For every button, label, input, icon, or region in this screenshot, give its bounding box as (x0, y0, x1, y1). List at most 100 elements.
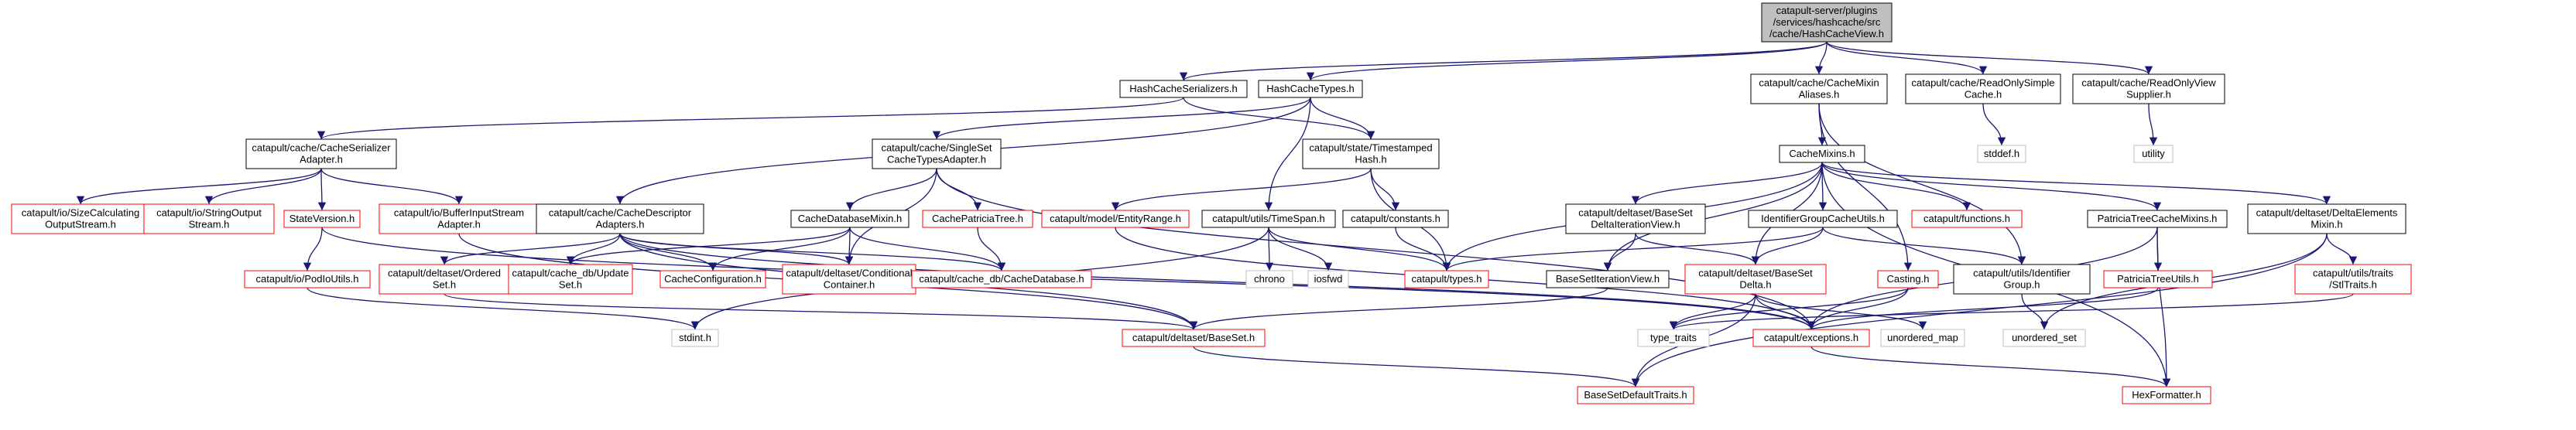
node-cmixins-box (1779, 145, 1865, 163)
edge-root-to-roview (1826, 41, 2153, 75)
node-cachedb[interactable]: catapult/cache_db/CacheDatabase.h (911, 270, 1092, 288)
node-typetraits-box (1637, 329, 1710, 347)
node-exceptions[interactable]: catapult/exceptions.h (1752, 329, 1870, 347)
node-roview-box (2072, 73, 2225, 104)
node-cmixins[interactable]: CacheMixins.h (1779, 145, 1865, 163)
node-idgroup-label-line-0: catapult/utils/Identifier (1973, 268, 2071, 279)
node-casting[interactable]: Casting.h (1877, 270, 1939, 288)
node-stddef-label-line-0: stddef.h (1984, 148, 2019, 159)
node-igcu[interactable]: IdentifierGroupCacheUtils.h (1748, 210, 1898, 228)
node-bsitview[interactable]: catapult/deltaset/BaseSetDeltaIterationV… (1565, 203, 1706, 234)
node-hexfmt[interactable]: HexFormatter.h (2122, 386, 2211, 404)
edge-csadapter-to-bufin (320, 168, 464, 205)
node-statever-label-line-0: StateVersion.h (289, 213, 355, 224)
node-sizecalc-box (11, 203, 150, 234)
edge-cmixins-to-demixin (1821, 162, 2331, 205)
node-baseset[interactable]: catapult/deltaset/BaseSet.h (1122, 329, 1266, 347)
node-ptutils[interactable]: PatriciaTreeUtils.h (2103, 270, 2213, 288)
node-bsdt[interactable]: BaseSetDefaultTraits.h (1577, 386, 1694, 404)
node-demixin-box (2247, 203, 2406, 234)
edge-igcu-to-bsdelta (1751, 227, 1824, 265)
node-chrono[interactable]: chrono (1245, 270, 1293, 288)
node-igcu-box (1748, 210, 1898, 228)
node-sstadapter-box (872, 138, 1002, 169)
node-root[interactable]: catapult-server/plugins/services/hashcac… (1761, 2, 1893, 43)
edge-baseset-to-bsdt (1193, 346, 1639, 387)
edge-hcser-to-csadapter (317, 97, 1184, 140)
node-ptcm[interactable]: PatriciaTreeCacheMixins.h (2087, 210, 2228, 228)
edge-csadapter-to-statever (317, 168, 327, 211)
node-utility[interactable]: utility (2133, 145, 2174, 163)
node-typetraits[interactable]: type_traits (1637, 329, 1710, 347)
node-bsiterview-box (1546, 270, 1670, 288)
node-umap[interactable]: unordered_map (1880, 329, 1965, 347)
node-umap-label-line-0: unordered_map (1887, 332, 1958, 343)
node-types[interactable]: catapult/types.h (1404, 270, 1489, 288)
edge-igcu-to-types (1442, 227, 1824, 271)
node-uset[interactable]: unordered_set (2002, 329, 2086, 347)
node-timespan[interactable]: catapult/utils/TimeSpan.h (1201, 210, 1336, 228)
node-constants[interactable]: catapult/constants.h (1342, 210, 1449, 228)
node-cacheconf[interactable]: CacheConfiguration.h (659, 270, 766, 288)
node-tshash-label-line-1: Hash.h (1355, 154, 1386, 166)
edge-bsitview-to-bsiterview (1603, 233, 1636, 271)
node-entrange[interactable]: catapult/model/EntityRange.h (1041, 210, 1190, 228)
edge-sstadapter-to-cptree (936, 168, 982, 211)
edge-cptree-to-cachedb (977, 227, 1006, 271)
node-hcser[interactable]: HashCacheSerializers.h (1119, 80, 1248, 98)
node-typetraits-label-line-0: type_traits (1650, 332, 1697, 343)
node-chrono-box (1245, 270, 1293, 288)
node-stltraits[interactable]: catapult/utils/traits/StlTraits.h (2294, 264, 2412, 295)
node-stddef[interactable]: stddef.h (1977, 145, 2026, 163)
node-entrange-box (1041, 210, 1190, 228)
node-hctypes-label-line-0: HashCacheTypes.h (1266, 83, 1354, 94)
node-cdbmixin[interactable]: CacheDatabaseMixin.h (790, 210, 909, 228)
node-cdbmixin-label-line-0: CacheDatabaseMixin.h (798, 213, 902, 224)
node-sizecalc[interactable]: catapult/io/SizeCalculatingOutputStream.… (11, 203, 150, 234)
node-csadapter-label-line-1: Adapter.h (300, 154, 343, 166)
node-stdint[interactable]: stdint.h (671, 329, 719, 347)
node-functions[interactable]: catapult/functions.h (1911, 210, 2023, 228)
node-bsdelta-label-line-0: catapult/deltaset/BaseSet (1698, 268, 1813, 279)
node-hexfmt-box (2122, 386, 2211, 404)
node-strout-box (143, 203, 275, 234)
edge-root-to-hcser (1180, 41, 1828, 81)
node-types-label-line-0: catapult/types.h (1411, 273, 1482, 285)
node-condcont-box (782, 264, 916, 295)
node-podio[interactable]: catapult/io/PodIoUtils.h (244, 270, 371, 288)
node-stltraits-box (2294, 264, 2412, 295)
node-idgroup[interactable]: catapult/utils/IdentifierGroup.h (1953, 264, 2091, 295)
node-ordset-label-line-0: catapult/deltaset/Ordered (388, 268, 501, 279)
node-hctypes-box (1258, 80, 1363, 98)
node-constants-box (1342, 210, 1449, 228)
node-cptree-box (922, 210, 1033, 228)
node-statever[interactable]: StateVersion.h (283, 210, 361, 228)
node-sstadapter[interactable]: catapult/cache/SingleSetCacheTypesAdapte… (872, 138, 1002, 169)
edge-tshash-to-entrange (1111, 168, 1372, 211)
edge-statever-to-podio (303, 227, 323, 271)
node-hcser-box (1119, 80, 1248, 98)
node-hctypes[interactable]: HashCacheTypes.h (1258, 80, 1363, 98)
node-csadapter-label-line-0: catapult/cache/CacheSerializer (252, 142, 391, 154)
node-rosimple-box (1905, 73, 2061, 104)
node-cdbmixin-box (790, 210, 909, 228)
node-cptree[interactable]: CachePatriciaTree.h (922, 210, 1033, 228)
node-bsdelta-box (1684, 264, 1827, 295)
node-bsiterview[interactable]: BaseSetIterationView.h (1546, 270, 1670, 288)
node-iosfwd[interactable]: iosfwd (1307, 270, 1349, 288)
edge-cdadapters-to-updset (566, 233, 621, 265)
